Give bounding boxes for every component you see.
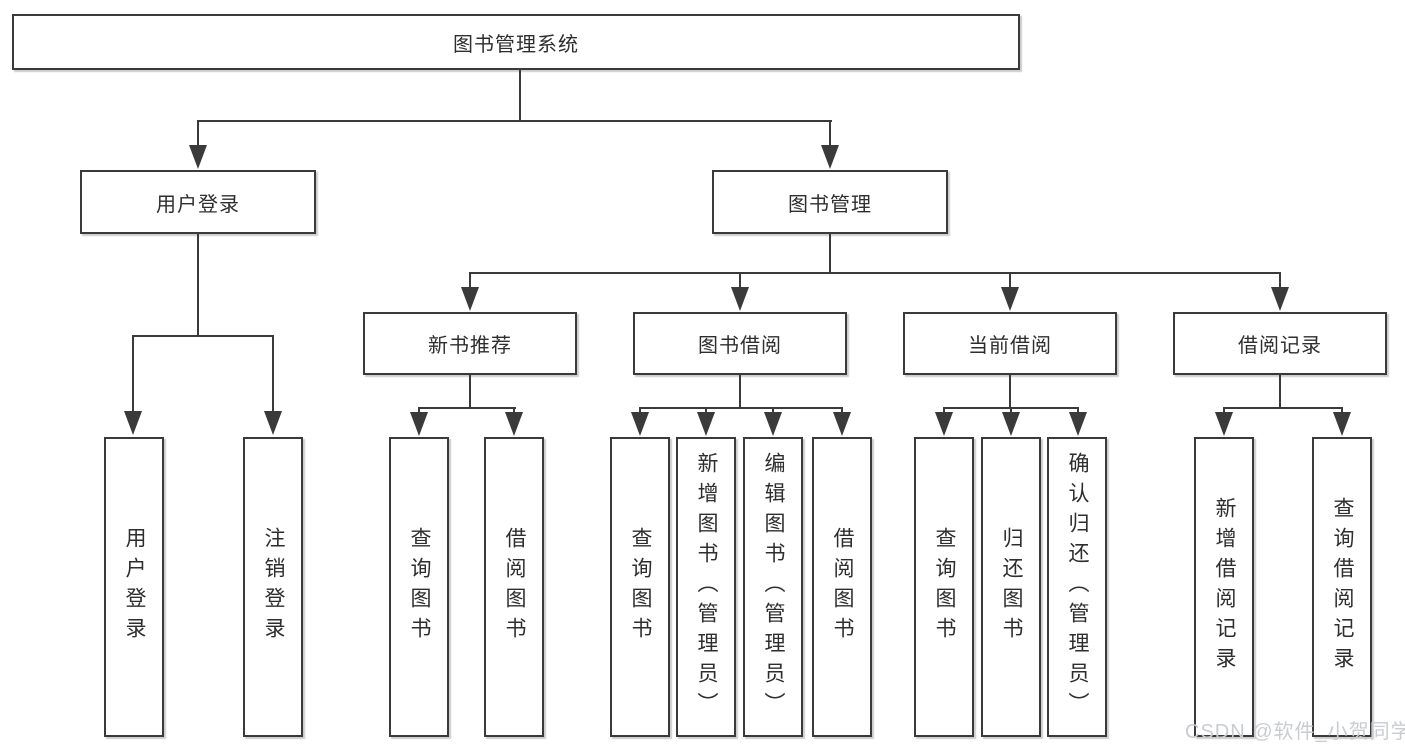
connector-line — [519, 70, 521, 122]
leaf-borrow-books-recommend: 借阅图书 — [484, 437, 544, 737]
connector-line — [132, 335, 134, 415]
node-borrowing-records: 借阅记录 — [1173, 312, 1387, 375]
connector-line — [1009, 375, 1011, 408]
leaf-query-books-current: 查询图书 — [914, 437, 974, 737]
leaf-label: 编辑图书（管理员） — [762, 452, 785, 722]
arrowhead-down-icon — [821, 145, 839, 169]
connector-line — [1279, 375, 1281, 408]
node-label: 当前借阅 — [968, 335, 1052, 357]
connector-line — [197, 234, 199, 336]
connector-line — [829, 120, 831, 150]
connector-line — [639, 407, 843, 409]
connector-line — [739, 375, 741, 408]
node-label: 新书推荐 — [428, 335, 512, 357]
connector-line — [739, 272, 741, 292]
node-label: 图书借阅 — [698, 335, 782, 357]
leaf-label: 确认归还（管理员） — [1066, 452, 1089, 722]
arrowhead-down-icon — [1069, 412, 1087, 436]
node-label: 图书管理 — [788, 193, 872, 216]
arrowhead-down-icon — [505, 412, 523, 436]
leaf-label: 借阅图书 — [503, 527, 526, 647]
leaf-confirm-return-admin: 确认归还（管理员） — [1047, 437, 1107, 737]
node-book-management: 图书管理 — [712, 170, 948, 234]
connector-line — [197, 120, 199, 150]
leaf-label: 查询图书 — [629, 527, 652, 647]
leaf-query-books-recommend: 查询图书 — [389, 437, 449, 737]
connector-line — [469, 272, 1281, 274]
arrowhead-down-icon — [1215, 412, 1233, 436]
leaf-edit-books-admin: 编辑图书（管理员） — [743, 437, 803, 737]
leaf-add-books-admin: 新增图书（管理员） — [676, 437, 736, 737]
arrowhead-down-icon — [1002, 412, 1020, 436]
leaf-label: 新增借阅记录 — [1213, 497, 1236, 677]
connector-line — [1279, 272, 1281, 292]
leaf-label: 借阅图书 — [831, 527, 854, 647]
leaf-label: 归还图书 — [1000, 527, 1023, 647]
arrowhead-down-icon — [461, 287, 479, 311]
connector-line — [829, 234, 831, 274]
arrowhead-down-icon — [264, 411, 282, 435]
arrowhead-down-icon — [1001, 287, 1019, 311]
arrowhead-down-icon — [764, 412, 782, 436]
node-new-book-recommendation: 新书推荐 — [363, 312, 577, 375]
connector-line — [272, 335, 274, 415]
leaf-query-borrow-record: 查询借阅记录 — [1312, 437, 1372, 737]
arrowhead-down-icon — [124, 411, 142, 435]
arrowhead-down-icon — [410, 412, 428, 436]
connector-line — [197, 120, 832, 122]
arrowhead-down-icon — [731, 287, 749, 311]
arrowhead-down-icon — [1271, 287, 1289, 311]
node-book-borrowing: 图书借阅 — [633, 312, 847, 375]
connector-line — [1009, 272, 1011, 292]
arrowhead-down-icon — [935, 412, 953, 436]
leaf-label: 查询图书 — [933, 527, 956, 647]
leaf-label: 查询借阅记录 — [1331, 497, 1354, 677]
node-label: 用户登录 — [156, 193, 240, 216]
arrowhead-down-icon — [833, 412, 851, 436]
node-label: 借阅记录 — [1238, 335, 1322, 357]
connector-line — [469, 272, 471, 292]
leaf-label: 新增图书（管理员） — [695, 452, 718, 722]
node-user-login: 用户登录 — [80, 170, 316, 234]
connector-line — [469, 375, 471, 408]
leaf-user-login: 用户登录 — [104, 437, 164, 737]
arrowhead-down-icon — [1333, 412, 1351, 436]
node-library-management-system: 图书管理系统 — [12, 14, 1020, 70]
leaf-borrow-books: 借阅图书 — [812, 437, 872, 737]
arrowhead-down-icon — [631, 412, 649, 436]
leaf-logout: 注销登录 — [243, 437, 303, 737]
connector-line — [132, 335, 274, 337]
leaf-query-books-borrowing: 查询图书 — [610, 437, 670, 737]
leaf-add-borrow-record: 新增借阅记录 — [1194, 437, 1254, 737]
leaf-label: 用户登录 — [123, 527, 146, 647]
connector-line — [1223, 407, 1343, 409]
leaf-return-books: 归还图书 — [981, 437, 1041, 737]
node-label: 图书管理系统 — [453, 33, 579, 56]
arrowhead-down-icon — [189, 145, 207, 169]
leaf-label: 注销登录 — [262, 527, 285, 647]
arrowhead-down-icon — [697, 412, 715, 436]
connector-line — [418, 407, 516, 409]
node-current-borrowing: 当前借阅 — [903, 312, 1117, 375]
csdn-watermark: CSDN @软件_小贺同学 — [1185, 721, 1405, 743]
leaf-label: 查询图书 — [408, 527, 431, 647]
